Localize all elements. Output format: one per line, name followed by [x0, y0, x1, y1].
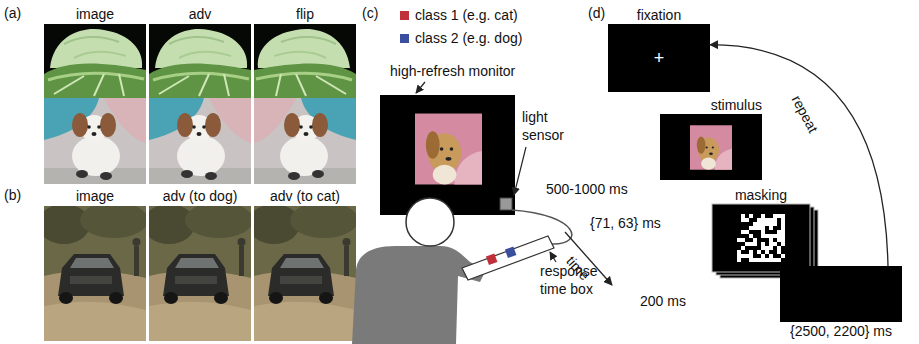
screen-node: masking: [712, 186, 810, 272]
screen-node: fixation +: [608, 6, 710, 92]
legend-label: class 2 (e.g. dog): [415, 29, 522, 47]
button: [486, 254, 498, 266]
light-sensor: [500, 198, 512, 210]
button: [505, 247, 517, 259]
callout-label: light sensor: [522, 108, 578, 144]
panel-letter: (d): [588, 4, 605, 22]
fixation-cross: +: [654, 48, 665, 68]
screen-heading: fixation: [608, 6, 710, 24]
screen-area: [712, 204, 810, 272]
axis-label: time: [562, 252, 593, 284]
head: [406, 198, 454, 246]
leader-line: [550, 252, 556, 262]
screen-area: [660, 114, 762, 180]
duration-label: 500-1000 ms: [546, 180, 628, 198]
trial-screens: [565, 24, 902, 322]
screen-heading: stimulus: [660, 96, 762, 114]
screen-heading: {2500, 2200} ms: [780, 322, 902, 340]
screen-node: stimulus: [660, 96, 762, 180]
screen-area: +: [608, 24, 710, 92]
screen-node: {2500, 2200} ms: [780, 266, 902, 340]
column-header: adv (to cat): [254, 187, 356, 205]
edge-label: repeat: [788, 92, 823, 136]
noise-mask: [737, 214, 785, 262]
leader-line: [416, 82, 425, 93]
column-header: adv: [149, 5, 251, 23]
callout-label: high-refresh monitor: [390, 62, 515, 80]
image-grid: [38, 24, 358, 341]
person: [352, 246, 486, 344]
legend-label: class 1 (e.g. cat): [415, 6, 518, 24]
duration-label: 200 ms: [640, 292, 686, 310]
panel-letter: (c): [362, 4, 378, 22]
column-header: image: [44, 187, 146, 205]
legend-swatch: [400, 34, 409, 43]
duration-label: {71, 63} ms: [590, 214, 661, 232]
column-header: flip: [254, 5, 356, 23]
panel-letter: (a): [4, 4, 21, 22]
monitor: [380, 95, 515, 215]
screen-heading: masking: [712, 186, 810, 204]
repeat-arrow: [710, 45, 888, 266]
leader-line: [514, 147, 526, 195]
column-header: adv (to dog): [149, 187, 251, 205]
screen-area: [780, 266, 902, 322]
panel-letter: (b): [4, 186, 21, 204]
column-header: image: [44, 5, 146, 23]
legend-swatch: [400, 11, 409, 20]
